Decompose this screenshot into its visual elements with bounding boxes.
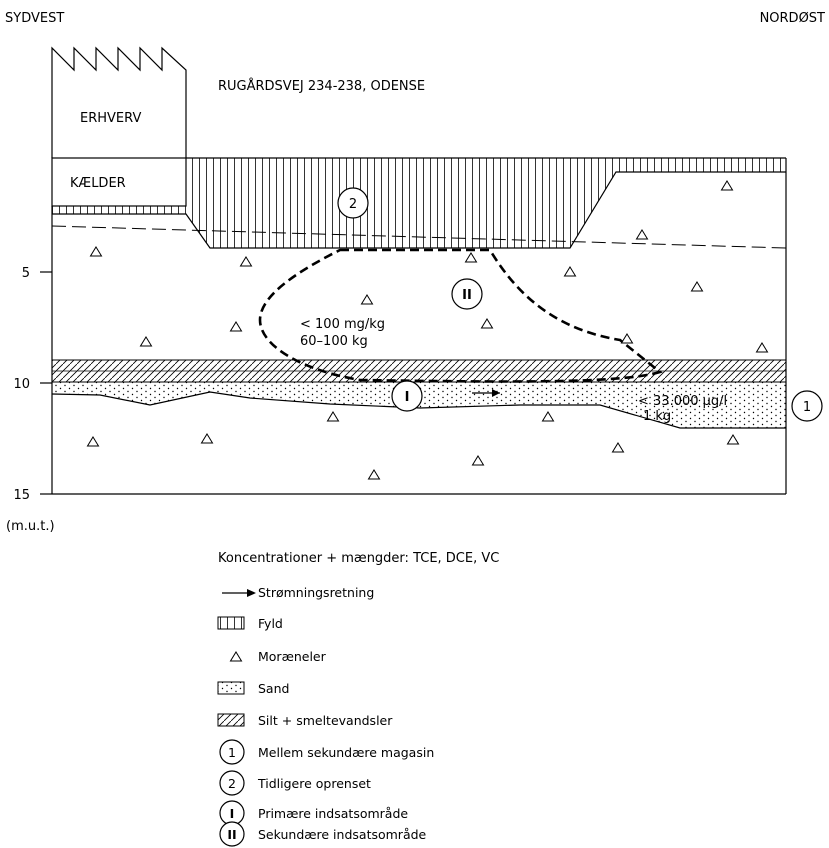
zone-2-marker: 2	[337, 187, 369, 219]
direction-label-southwest: SYDVEST	[5, 11, 64, 26]
legend-silt: Silt + smeltevandsler	[258, 713, 393, 728]
zone-i-marker: I	[391, 380, 423, 412]
legend-title: Koncentrationer + mængder: TCE, DCE, VC	[218, 551, 499, 566]
soil-mass-text: 60–100 kg	[300, 334, 368, 349]
zone-ii-marker: II	[451, 278, 483, 310]
site-title: RUGÅRDSVEJ 234-238, ODENSE	[218, 78, 425, 94]
legend-marker-i: I	[230, 806, 235, 821]
legend-secondary-aquifer: Mellem sekundære magasin	[258, 745, 434, 760]
svg-text:II: II	[462, 288, 472, 303]
legend-marker-2: 2	[228, 776, 236, 791]
water-mass-text: 1 kg	[643, 409, 671, 424]
depth-tick-10: 10	[13, 377, 30, 392]
zone-ii-outline	[258, 248, 663, 383]
legend-fyld: Fyld	[258, 616, 283, 631]
legend-moraene: Moræneler	[258, 649, 327, 664]
direction-label-northeast: NORDØST	[760, 11, 825, 26]
kaelder-label: KÆLDER	[70, 176, 126, 191]
legend-previously-remediated: Tidligere oprenset	[257, 776, 371, 791]
building: ERHVERV KÆLDER	[51, 46, 187, 207]
legend-sand: Sand	[258, 681, 289, 696]
section-frame	[51, 172, 787, 495]
basement-box	[51, 157, 187, 207]
water-concentration-text: < 33.000 µg/l	[638, 394, 727, 409]
svg-text:1: 1	[803, 400, 811, 415]
depth-tick-15: 15	[13, 488, 30, 503]
legend: Koncentrationer + mængder: TCE, DCE, VC …	[217, 551, 499, 847]
water-table-line	[51, 225, 787, 249]
legend-primary-area: Primære indsatsområde	[258, 806, 408, 821]
legend-marker-1: 1	[228, 745, 236, 760]
depth-tick-5: 5	[22, 266, 30, 281]
svg-text:2: 2	[349, 197, 357, 212]
flow-arrow	[472, 389, 500, 397]
erhverv-label: ERHVERV	[80, 111, 141, 126]
legend-secondary-area: Sekundære indsatsområde	[258, 827, 427, 842]
depth-axis: 5 10 15 (m.u.t.)	[6, 266, 55, 534]
zone-1-marker: 1	[791, 390, 823, 422]
legend-flow-direction: Strømningsretning	[258, 585, 374, 600]
legend-marker-ii: II	[227, 827, 236, 842]
soil-concentration-text: < 100 mg/kg	[300, 317, 385, 332]
fyld-strip	[52, 206, 186, 214]
fyld-layer	[186, 158, 786, 248]
depth-unit: (m.u.t.)	[6, 519, 55, 534]
svg-text:I: I	[405, 390, 410, 405]
